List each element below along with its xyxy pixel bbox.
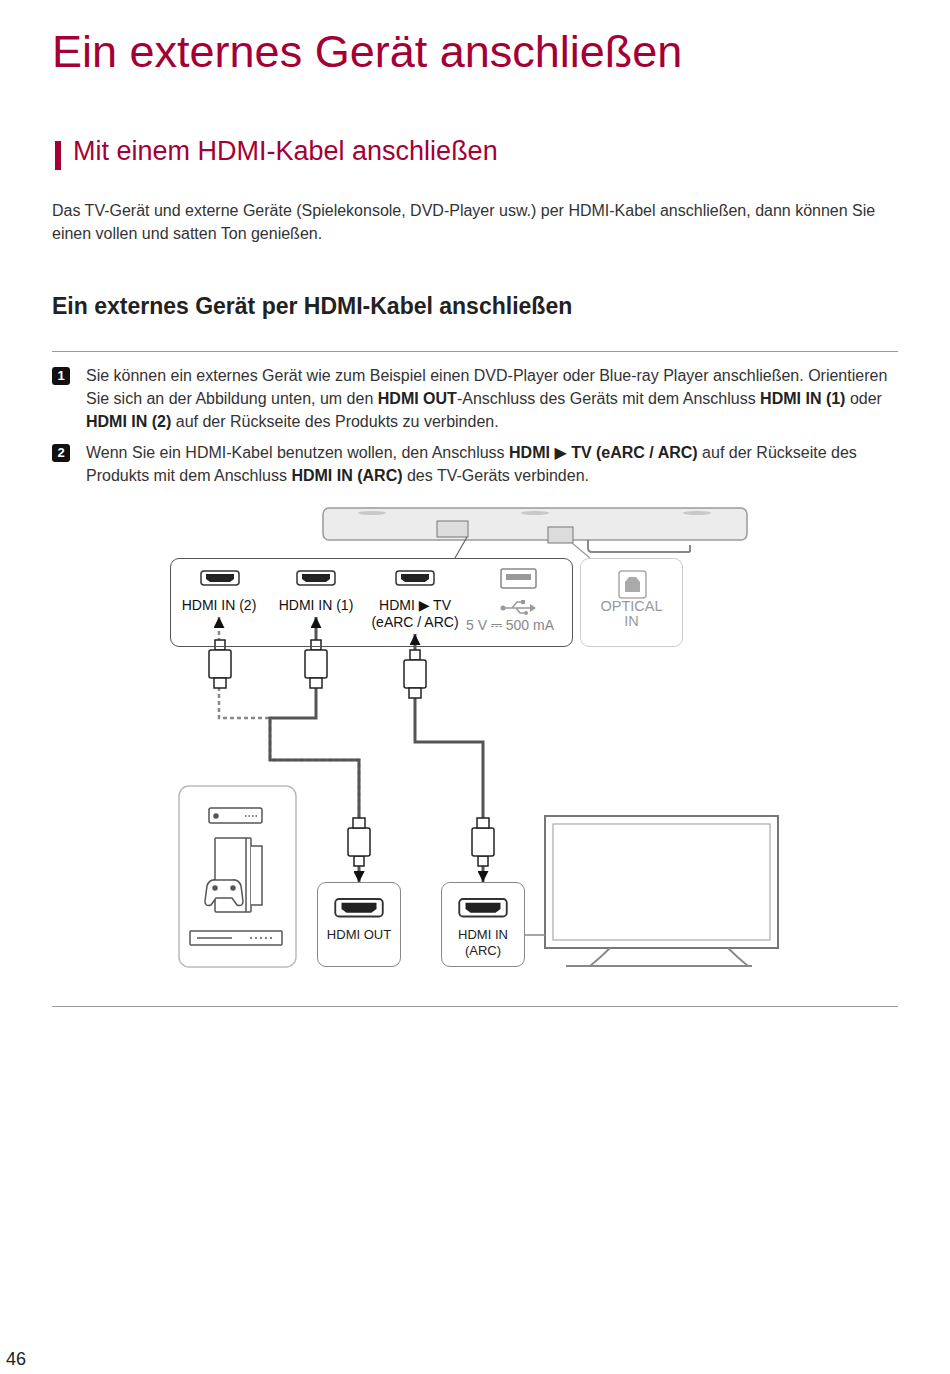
step-text: des TV-Geräts verbinden. xyxy=(403,467,589,484)
optical-port xyxy=(619,571,646,598)
intro-text: Das TV-Gerät und externe Geräte (Spielek… xyxy=(52,202,875,242)
port-name: HDMI OUT xyxy=(378,390,457,407)
step-number-box: 1 xyxy=(52,364,86,433)
intro-box: Das TV-Gerät und externe Geräte (Spielek… xyxy=(52,199,902,245)
section-heading-box: Mit einem HDMI-Kabel anschließen xyxy=(73,136,498,167)
subsection-heading-box: Ein externes Gerät per HDMI-Kabel anschl… xyxy=(52,293,572,320)
step: 1 Sie können ein externes Gerät wie zum … xyxy=(52,364,898,433)
heading-bar xyxy=(55,141,61,170)
step-text: oder xyxy=(845,390,881,407)
port-label: HDMI IN (ARC) xyxy=(444,927,522,959)
page-number-box: 46 xyxy=(6,1349,26,1370)
tv-port-box: HDMI IN (ARC) xyxy=(441,882,525,967)
port-label: HDMI IN (2) xyxy=(171,597,267,614)
step-number-box: 2 xyxy=(52,441,86,487)
port-icons xyxy=(201,571,507,917)
port-label: HDMI OUT xyxy=(320,927,398,943)
step: 2 Wenn Sie ein HDMI-Kabel benutzen wolle… xyxy=(52,441,898,487)
rule xyxy=(52,351,898,352)
step-text: auf der Rückseite des Produkts zu verbin… xyxy=(171,413,498,430)
subsection-heading: Ein externes Gerät per HDMI-Kabel anschl… xyxy=(52,293,572,319)
step-text-box: Wenn Sie ein HDMI-Kabel benutzen wollen,… xyxy=(86,441,898,487)
step-text: -Anschluss des Geräts mit dem Anschluss xyxy=(457,390,760,407)
step-text-box: Sie können ein externes Gerät wie zum Be… xyxy=(86,364,898,433)
port-name: HDMI IN (1) xyxy=(760,390,845,407)
port-label: HDMI ▶ TV (eARC / ARC) xyxy=(363,597,467,631)
port-name: HDMI IN (ARC) xyxy=(291,467,402,484)
step-number: 2 xyxy=(52,444,70,462)
source-devices xyxy=(179,786,296,967)
page-title: Ein externes Gerät anschließen xyxy=(52,26,682,78)
port-label: 5 V ⎓ 500 mA xyxy=(466,617,554,634)
usb-port xyxy=(501,569,537,615)
tv xyxy=(524,816,778,966)
section-heading: Mit einem HDMI-Kabel anschließen xyxy=(73,136,498,166)
port-label: OPTICAL IN xyxy=(597,599,667,629)
step-list: 1 Sie können ein externes Gerät wie zum … xyxy=(52,364,898,495)
hdmi-port: HDMI IN (1) xyxy=(268,569,364,617)
hdmi-port: HDMI IN (2) xyxy=(171,569,267,617)
rule xyxy=(52,1006,898,1007)
soundbar-port-panel: HDMI IN (2)HDMI IN (1)HDMI ▶ TV (eARC / … xyxy=(170,558,573,647)
step-number: 1 xyxy=(52,367,70,385)
port-label: HDMI IN (1) xyxy=(268,597,364,614)
soundbar xyxy=(323,508,747,558)
page-number: 46 xyxy=(6,1349,26,1369)
port-name: HDMI ▶ TV (eARC / ARC) xyxy=(509,444,698,461)
hdmi-port: HDMI ▶ TV (eARC / ARC) xyxy=(363,569,467,634)
device-port-box: HDMI OUT xyxy=(317,882,401,967)
port-name: HDMI IN (2) xyxy=(86,413,171,430)
step-text: Wenn Sie ein HDMI-Kabel benutzen wollen,… xyxy=(86,444,509,461)
optical-port-box: OPTICAL IN xyxy=(580,558,683,647)
